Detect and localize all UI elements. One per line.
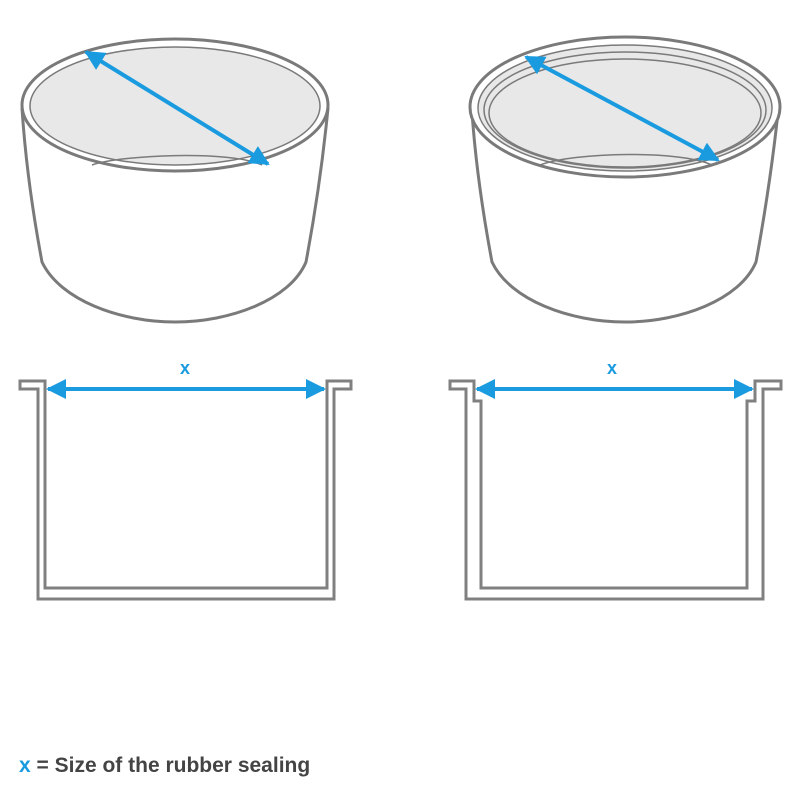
legend: x = Size of the rubber sealing xyxy=(19,754,310,778)
right-bowl-illustration xyxy=(468,35,782,324)
right-cross-section xyxy=(448,379,783,601)
legend-text: = Size of the rubber sealing xyxy=(36,754,311,777)
right-section-x-label: x xyxy=(607,358,618,378)
left-bowl-illustration xyxy=(20,37,330,324)
right-bowl-diameter-arrow xyxy=(524,55,720,162)
left-cross-section xyxy=(18,379,353,601)
left-section-x-label: x xyxy=(180,358,191,378)
left-bowl-diameter-arrow xyxy=(84,50,270,166)
legend-symbol: x xyxy=(19,754,31,777)
